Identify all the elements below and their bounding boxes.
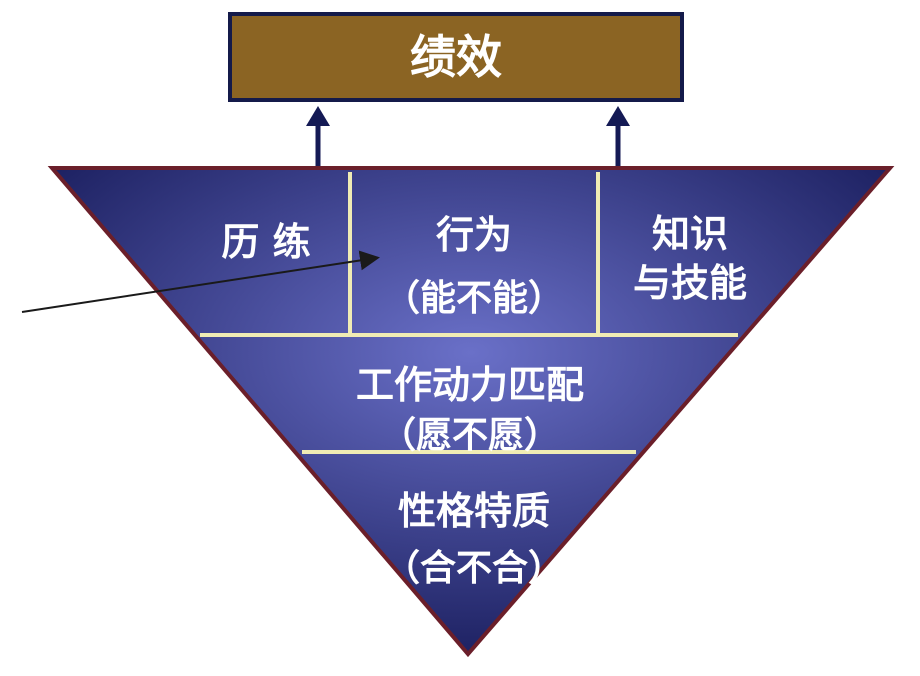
pointer-arrow-icon <box>21 250 380 313</box>
inverted-triangle <box>47 166 895 658</box>
knowledge-label-line2: 与技能 <box>633 261 747 305</box>
performance-box-rect <box>228 12 684 102</box>
up-arrow-left <box>306 106 330 168</box>
motivation-title: 工作动力匹配 <box>356 363 584 407</box>
personality-subtitle: （合不合） <box>384 548 564 589</box>
up-arrow-icon <box>306 106 330 126</box>
behavior-title: 行为 <box>436 213 512 257</box>
behavior-subtitle: （能不能） <box>384 278 564 319</box>
motivation-subtitle: （愿不愿） <box>380 415 560 456</box>
experience-label: 历 练 <box>221 220 310 264</box>
knowledge-label-line1: 知识 <box>652 212 728 256</box>
personality-title: 性格特质 <box>398 489 550 533</box>
up-arrow-icon <box>606 106 630 126</box>
up-arrow-right <box>606 106 630 168</box>
performance-label: 绩效 <box>410 30 502 84</box>
performance-box: 绩效 <box>228 12 684 102</box>
